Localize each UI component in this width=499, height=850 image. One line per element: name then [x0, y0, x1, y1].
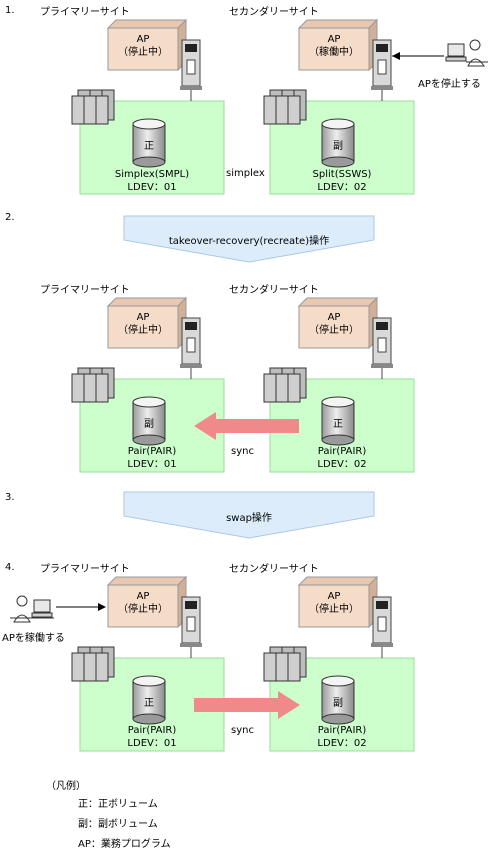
step-2-primary-status: Pair(PAIR)LDEV：01: [127, 446, 177, 470]
step-1-primary-disk-label: 正: [144, 141, 154, 152]
step-3-number: 3.: [5, 492, 15, 503]
step-3-operation-label: swap操作: [226, 513, 272, 524]
step-2-operation-banner: [123, 215, 375, 263]
step-1-secondary-volume-icon: [321, 118, 355, 168]
legend-item-ap: AP：業務プログラム: [78, 839, 171, 850]
step-4-number: 4.: [5, 562, 15, 573]
step-4-primary-storage-icon: [71, 646, 115, 682]
step-2-primary-server-icon: [180, 317, 202, 368]
step-2-secondary-status: Pair(PAIR)LDEV：02: [317, 446, 367, 470]
step-2-primary-storage-icon: [71, 367, 115, 403]
step-1-secondary-ap-label: AP（稼働中）: [309, 34, 359, 58]
step-2-sync-arrow-left-icon: [194, 412, 299, 440]
step-1-primary-site-label: プライマリーサイト: [40, 7, 130, 18]
step-2-link-label: sync: [231, 446, 254, 457]
step-1-secondary-status: Split(SSWS)LDEV：02: [312, 169, 372, 193]
step-4-secondary-server-icon: [371, 596, 393, 647]
legend-item-secondary: 副：副ボリューム: [78, 819, 158, 830]
legend-item-primary: 正：正ボリューム: [78, 799, 158, 810]
step-4-user-action: APを稼働する: [2, 633, 65, 644]
step-2-secondary-ap-label: AP（停止中）: [309, 312, 359, 336]
step-3-operation-banner: [123, 491, 375, 539]
step-1-secondary-site-label: セカンダリーサイト: [229, 7, 319, 18]
step-4-primary-site-label: プライマリーサイト: [40, 564, 130, 575]
step-2-secondary-storage-icon: [263, 367, 307, 403]
step-4-secondary-storage-icon: [263, 646, 307, 682]
step-1-primary-storage-icon: [71, 89, 115, 125]
step-2-diagram: [71, 296, 415, 473]
step-4-primary-volume-icon: [132, 675, 166, 725]
step-4-secondary-status: Pair(PAIR)LDEV：02: [317, 725, 367, 749]
step-2-operation-label: takeover-recovery(recreate)操作: [168, 236, 330, 247]
step-1-user-action: APを停止する: [418, 79, 481, 90]
step-2-secondary-volume-icon: [321, 396, 355, 446]
step-1-link-label: simplex: [226, 168, 265, 179]
step-1-diagram: [71, 18, 488, 195]
legend-title: （凡例）: [46, 781, 86, 792]
step-1-primary-server-icon: [180, 39, 202, 90]
step-1-user-pc-icon: [445, 39, 488, 67]
step-2-primary-ap-label: AP（停止中）: [118, 312, 168, 336]
step-4-user-pc-icon: [10, 595, 54, 623]
step-1-primary-volume-icon: [132, 118, 166, 168]
step-1-number: 1.: [5, 5, 15, 16]
step-2-primary-disk-label: 副: [144, 419, 154, 430]
step-2-primary-site-label: プライマリーサイト: [40, 285, 130, 296]
step-4-secondary-site-label: セカンダリーサイト: [229, 564, 319, 575]
step-1-secondary-ap-box: [297, 18, 379, 72]
step-4-sync-arrow-right-icon: [194, 691, 300, 719]
step-4-secondary-volume-icon: [321, 675, 355, 725]
step-4-primary-disk-label: 正: [144, 698, 154, 709]
step-2-primary-volume-icon: [132, 396, 166, 446]
step-4-diagram: [10, 575, 415, 752]
step-2-number: 2.: [5, 212, 15, 223]
step-4-primary-status: Pair(PAIR)LDEV：01: [127, 725, 177, 749]
step-4-secondary-ap-label: AP（停止中）: [309, 591, 359, 615]
step-4-primary-ap-label: AP（停止中）: [118, 591, 168, 615]
step-1-primary-ap-label: AP（停止中）: [118, 34, 168, 58]
step-1-secondary-disk-label: 副: [333, 141, 343, 152]
step-4-link-label: sync: [231, 725, 254, 736]
step-2-secondary-site-label: セカンダリーサイト: [229, 285, 319, 296]
step-2-secondary-disk-label: 正: [333, 419, 343, 430]
step-4-primary-server-icon: [180, 596, 202, 647]
step-1-primary-status: Simplex(SMPL)LDEV：01: [114, 169, 190, 193]
step-1-secondary-server-icon: [371, 39, 393, 90]
step-4-secondary-disk-label: 副: [333, 698, 343, 709]
step-2-secondary-server-icon: [371, 317, 393, 368]
step-1-secondary-storage-icon: [263, 89, 307, 125]
